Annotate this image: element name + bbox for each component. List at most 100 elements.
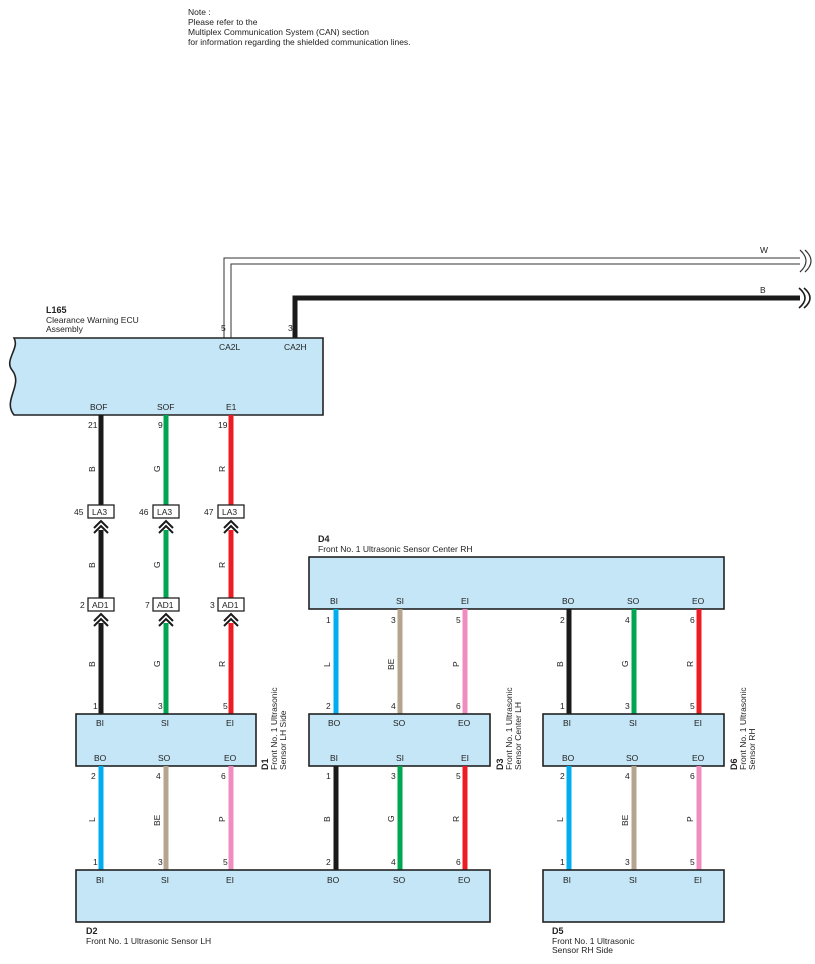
wire-code-g: G <box>386 815 396 822</box>
connector-ad1: AD1 AD1 AD1 2 7 3 <box>80 597 245 612</box>
d5-code: D5 <box>552 926 564 936</box>
d4-output-wires: L BE P B G R 1 3 5 2 4 6 2 4 6 1 3 5 <box>322 609 702 714</box>
pin-num: 5 <box>223 857 228 867</box>
break-mark-w-2 <box>804 249 812 273</box>
pin-num: 1 <box>326 615 331 625</box>
ad1-box-3 <box>217 597 245 612</box>
d6-pin: SO <box>626 753 639 763</box>
pin-num: 4 <box>625 615 630 625</box>
ad1-chevrons <box>93 612 239 627</box>
pin-num: 3 <box>625 701 630 711</box>
wire-code-l: L <box>87 817 97 822</box>
d1-name-1: Front No. 1 Ultrasonic <box>269 687 279 770</box>
ad1-pin-7: 7 <box>145 600 150 610</box>
ad1-box-2 <box>152 597 180 612</box>
wire-code-g-2: G <box>152 561 162 568</box>
d4-pin: SO <box>627 596 640 606</box>
component-d1: BI SI EI BO SO EO D1 Front No. 1 Ultraso… <box>75 687 288 770</box>
la3-box-3 <box>217 504 245 519</box>
chevron-icon <box>223 519 239 534</box>
ad1-d1-wires: B G R <box>87 623 234 714</box>
la3-box-2 <box>152 504 180 519</box>
d2-pin: BO <box>327 875 340 885</box>
can-b-wire <box>292 295 800 338</box>
wire-code-b: B <box>555 661 565 667</box>
la3-box-1 <box>87 504 115 519</box>
pin-num: 2 <box>560 615 565 625</box>
chevron-icon <box>93 612 109 627</box>
d2-box <box>75 869 491 923</box>
d1-pin: BO <box>94 753 107 763</box>
note-line-4: for information regarding the shielded c… <box>188 37 411 47</box>
component-d5: BI SI EI D5 Front No. 1 Ultrasonic Senso… <box>542 869 725 955</box>
d6-name-1: Front No. 1 Ultrasonic <box>738 687 748 770</box>
chevron-icon <box>158 612 174 627</box>
d1-pin: BI <box>96 718 104 728</box>
wire-code-r-1: R <box>217 466 227 472</box>
la3-label-3: LA3 <box>222 507 237 517</box>
lower-wires: L BE P B G R L BE P 2 4 6 1 3 5 2 4 6 1 … <box>87 766 702 870</box>
pin-num: 3 <box>158 857 163 867</box>
wire-code-b-2: B <box>87 562 97 568</box>
pin-num: 2 <box>326 857 331 867</box>
ad1-pin-3: 3 <box>210 600 215 610</box>
d2-name: Front No. 1 Ultrasonic Sensor LH <box>86 936 211 946</box>
d4-pin: EI <box>461 596 469 606</box>
pin-num: 6 <box>221 771 226 781</box>
d4-code: D4 <box>318 534 330 544</box>
d4-name: Front No. 1 Ultrasonic Sensor Center RH <box>318 544 472 554</box>
d3-name-1: Front No. 1 Ultrasonic <box>504 687 514 770</box>
ad1-label-2: AD1 <box>157 600 174 610</box>
wire-code-l: L <box>555 817 565 822</box>
pin-num: 2 <box>326 701 331 711</box>
wire-code-g: G <box>620 660 630 667</box>
chevron-icon <box>223 612 239 627</box>
d2-pin: BI <box>96 875 104 885</box>
d5-pin: BI <box>563 875 571 885</box>
pin-num: 5 <box>690 857 695 867</box>
wire-code-be: BE <box>620 814 630 826</box>
d4-pin: SI <box>396 596 404 606</box>
d3-pin: BO <box>328 718 341 728</box>
d5-name-1: Front No. 1 Ultrasonic <box>552 936 635 946</box>
wire-code-l: L <box>322 662 332 667</box>
wire-code-p: P <box>451 661 461 667</box>
pin-num: 1 <box>560 857 565 867</box>
l165-name-1: Clearance Warning ECU <box>46 315 139 325</box>
pin-num: 5 <box>223 701 228 711</box>
ad1-label-3: AD1 <box>222 600 239 610</box>
wire-code-b-1: B <box>87 466 97 472</box>
connector-la3: LA3 LA3 LA3 45 46 47 <box>74 504 245 519</box>
pin-num: 2 <box>91 771 96 781</box>
d4-box <box>308 556 725 610</box>
d6-pin: BO <box>562 753 575 763</box>
wire-code-r-3: R <box>217 661 227 667</box>
d1-pin: EI <box>226 718 234 728</box>
d3-code: D3 <box>495 758 505 770</box>
component-d6: BI SI EI BO SO EO D6 Front No. 1 Ultraso… <box>542 687 757 770</box>
d4-pin: EO <box>692 596 705 606</box>
d3-pin: EI <box>461 753 469 763</box>
note-line-3: Multiplex Communication System (CAN) sec… <box>188 27 369 37</box>
break-mark-b <box>798 287 806 309</box>
d3-pin: EO <box>458 718 471 728</box>
la3-ad1-wires: B G R <box>87 530 234 598</box>
d3-pin: SI <box>396 753 404 763</box>
pin-num: 2 <box>560 771 565 781</box>
d2-pin: EI <box>226 875 234 885</box>
d6-pin: EO <box>692 753 705 763</box>
l165-pin-ca2l: CA2L <box>219 342 241 352</box>
d6-pin: SI <box>629 718 637 728</box>
l165-pin-sof: SOF <box>157 402 174 412</box>
component-d4: D4 Front No. 1 Ultrasonic Sensor Center … <box>308 534 725 610</box>
d2-code: D2 <box>86 926 98 936</box>
break-mark-w <box>799 249 807 273</box>
wire-code-b: B <box>322 816 332 822</box>
d6-pin: BI <box>563 718 571 728</box>
ecu-output-wires: B G R <box>87 415 234 505</box>
note-line-2: Please refer to the <box>188 17 258 27</box>
l165-name-2: Assembly <box>46 324 84 334</box>
l165-pin-bof: BOF <box>90 402 107 412</box>
pin-num: 1 <box>326 771 331 781</box>
